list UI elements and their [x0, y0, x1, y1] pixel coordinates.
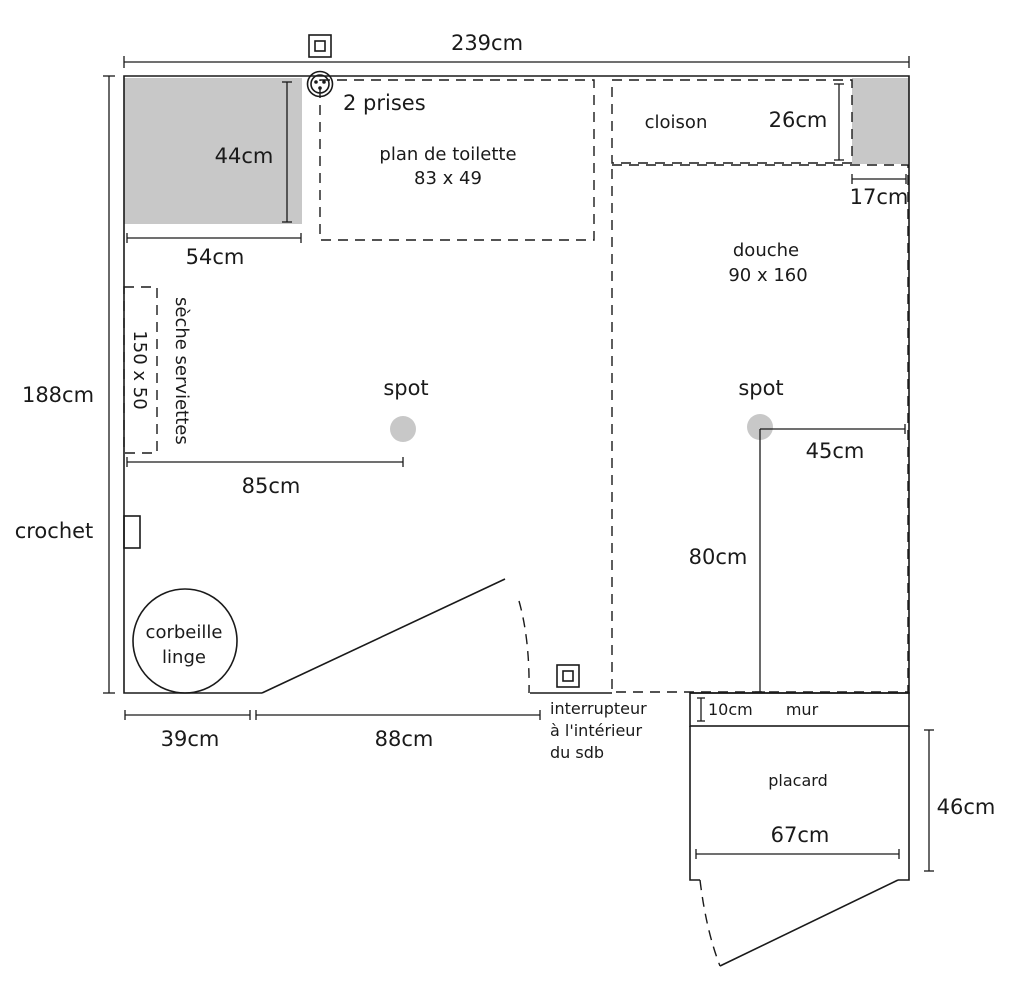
label-towel-dryer: sèche serviettes [171, 297, 192, 445]
outlet-icon [306, 70, 334, 98]
dimension-line-total-height [103, 75, 115, 694]
label-shower-size: 90 x 160 [728, 265, 807, 286]
label-closet: placard [768, 771, 827, 790]
switch-icon-bottom [556, 664, 580, 688]
label-shower-spot-depth: 80cm [689, 545, 748, 569]
partition-zone [611, 79, 853, 164]
label-total-width: 239cm [451, 31, 523, 55]
hook-box [123, 515, 141, 549]
dimension-line-closet-width [695, 849, 900, 859]
towel-dryer-zone [123, 286, 158, 454]
grey-corner-block-right [852, 78, 909, 164]
dimension-line-wall-thickness [697, 697, 705, 722]
label-bottom-left: 39cm [161, 727, 220, 751]
laundry-basket-circle [132, 588, 238, 694]
label-vanity: plan de toilette [379, 144, 516, 165]
dimension-line-shower-spot-depth [755, 429, 765, 693]
label-closet-width: 67cm [771, 823, 830, 847]
dimension-line-spot-distance [126, 457, 404, 467]
label-corner-width: 54cm [186, 245, 245, 269]
label-switch-line3: du sdb [550, 743, 604, 762]
label-total-height: 188cm [22, 383, 94, 407]
label-spot-left: spot [383, 376, 428, 400]
spot-light-left [390, 416, 416, 442]
label-spot-distance: 85cm [242, 474, 301, 498]
spot-light-right [747, 414, 773, 440]
label-hook: crochet [15, 519, 94, 543]
door-swing-arc-closet [699, 879, 721, 967]
door-swing-arc-left [518, 600, 530, 694]
label-vanity-size: 83 x 49 [414, 168, 482, 189]
dimension-line-shower-spot-side [760, 424, 906, 434]
label-door-span: 88cm [375, 727, 434, 751]
grey-corner-block-left [124, 78, 302, 224]
dimension-line-corner-depth [282, 81, 292, 223]
dimension-line-partition-end [851, 174, 907, 184]
dimension-line-partition-depth [834, 83, 844, 161]
switch-icon-top [308, 34, 332, 58]
label-basket-line2: linge [162, 647, 206, 668]
label-partition: cloison [645, 112, 708, 133]
label-spot-right: spot [738, 376, 783, 400]
label-closet-depth: 46cm [937, 795, 996, 819]
label-wall-thickness: 10cm [708, 700, 753, 719]
dimension-line-closet-depth [924, 729, 934, 872]
dimension-line-corner-width [126, 233, 302, 243]
door-leaf-left [261, 578, 506, 694]
door-leaf-closet [719, 879, 899, 967]
label-towel-dryer-size: 150 x 50 [129, 330, 150, 409]
dimension-line-door-span [255, 710, 541, 720]
label-switch-line2: à l'intérieur [550, 721, 642, 740]
label-outlets: 2 prises [343, 91, 426, 115]
label-basket-line1: corbeille [146, 622, 223, 643]
vanity-zone [319, 79, 595, 241]
label-shower-spot-side: 45cm [806, 439, 865, 463]
label-shower: douche [733, 240, 799, 261]
closet-outline [689, 726, 910, 881]
dimension-line-total-width [123, 56, 910, 68]
label-wall: mur [786, 700, 819, 719]
label-partition-end: 17cm [850, 185, 909, 209]
label-partition-depth: 26cm [769, 108, 828, 132]
dimension-line-bottom-left [124, 710, 251, 720]
label-switch-line1: interrupteur [550, 699, 647, 718]
label-corner-depth: 44cm [215, 144, 274, 168]
wall-strip [689, 692, 910, 727]
